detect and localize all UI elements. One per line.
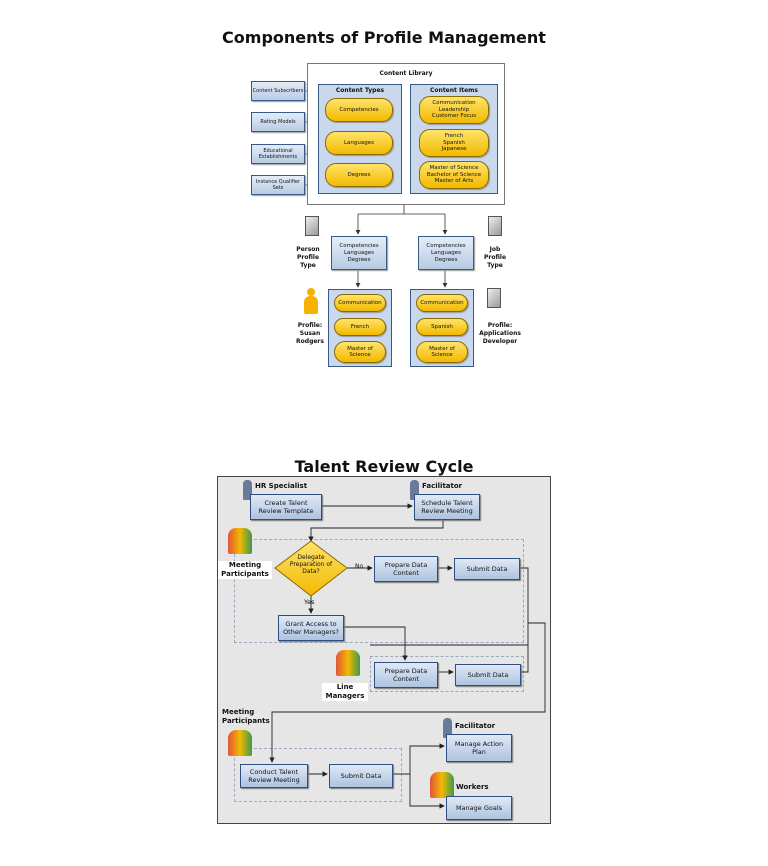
content-types-title: Content Types — [335, 87, 385, 94]
submit-data-box-3: Submit Data — [329, 764, 393, 788]
meeting-participants-icon-2 — [228, 730, 252, 756]
line-managers-label: Line Managers — [322, 683, 368, 701]
content-items-title: Content Items — [430, 87, 478, 94]
prepare-data-content-box-1: Prepare Data Content — [374, 556, 438, 582]
hr-specialist-label: HR Specialist — [255, 482, 308, 490]
meeting-group-frame — [234, 748, 402, 802]
submit-data-box-1: Submit Data — [454, 558, 520, 580]
person-profile-type-label: Person Profile Type — [296, 246, 320, 269]
job-item-spanish: Spanish — [416, 318, 468, 336]
workers-label: Workers — [456, 783, 489, 791]
person-item-french: French — [334, 318, 386, 336]
content-items-degrees: Master of Science Bachelor of Science Ma… — [419, 161, 489, 189]
job-profile-icon — [487, 288, 501, 308]
content-items-languages: French Spanish Japanese — [419, 129, 489, 157]
person-item-degree: Master of Science — [334, 341, 386, 363]
content-type-competencies: Competencies — [325, 98, 393, 122]
content-items-competencies: Communication Leadership Customer Focus — [419, 96, 489, 124]
delegate-decision-diamond — [274, 540, 348, 597]
person-profile-label: Profile: Susan Rodgers — [296, 322, 324, 345]
job-profile-type-icon — [488, 216, 502, 236]
facilitator-label-2: Facilitator — [455, 722, 496, 730]
no-label: No — [355, 563, 364, 570]
prepare-data-content-box-2: Prepare Data Content — [374, 662, 438, 688]
hr-specialist-person-icon — [243, 480, 252, 500]
profile-diagram-title: Components of Profile Management — [222, 28, 546, 47]
job-profile-label: Profile: Applications Developer — [479, 322, 521, 345]
meeting-participants-label: Meeting Participants — [218, 561, 272, 579]
conduct-talent-review-meeting-box: Conduct Talent Review Meeting — [240, 764, 308, 788]
job-profile-type-label: Job Profile Type — [483, 246, 507, 269]
job-item-communication: Communication — [416, 294, 468, 312]
source-rating-models: Rating Models — [251, 112, 305, 132]
content-library-title: Content Library — [379, 70, 433, 77]
job-profile-type-box: Competencies Languages Degrees — [418, 236, 474, 270]
facilitator-person-icon — [410, 480, 419, 500]
schedule-talent-review-meeting-box: Schedule Talent Review Meeting — [414, 494, 480, 520]
person-profile-type-box: Competencies Languages Degrees — [331, 236, 387, 270]
source-educational-establishments: Educational Establishments — [251, 144, 305, 164]
line-managers-group-frame — [370, 656, 524, 692]
workers-icon — [430, 772, 454, 798]
delegate-decision-label: Delegate Preparation of Data? — [289, 554, 333, 575]
job-item-degree: Master of Science — [416, 341, 468, 363]
submit-data-box-2: Submit Data — [455, 664, 521, 686]
grant-access-box: Grant Access to Other Managers? — [278, 615, 344, 641]
content-type-languages: Languages — [325, 131, 393, 155]
facilitator-person-icon-2 — [443, 718, 452, 738]
person-profile-type-icon — [305, 216, 319, 236]
facilitator-label: Facilitator — [422, 482, 463, 490]
source-instance-qualifier-sets: Instance Qualifier Sets — [251, 175, 305, 195]
meeting-participants-icon — [228, 528, 252, 554]
content-type-degrees: Degrees — [325, 163, 393, 187]
participants-group-frame — [234, 539, 524, 643]
talent-review-title: Talent Review Cycle — [294, 457, 474, 476]
manage-goals-box: Manage Goals — [446, 796, 512, 820]
line-managers-icon — [336, 650, 360, 676]
person-item-communication: Communication — [334, 294, 386, 312]
yes-label: Yes — [304, 598, 315, 606]
person-profile-icon — [304, 288, 318, 314]
source-content-subscribers: Content Subscribers — [251, 81, 305, 101]
manage-action-plan-box: Manage Action Plan — [446, 734, 512, 762]
create-talent-review-template-box: Create Talent Review Template — [250, 494, 322, 520]
meeting-participants-label-2: Meeting Participants — [222, 708, 270, 725]
